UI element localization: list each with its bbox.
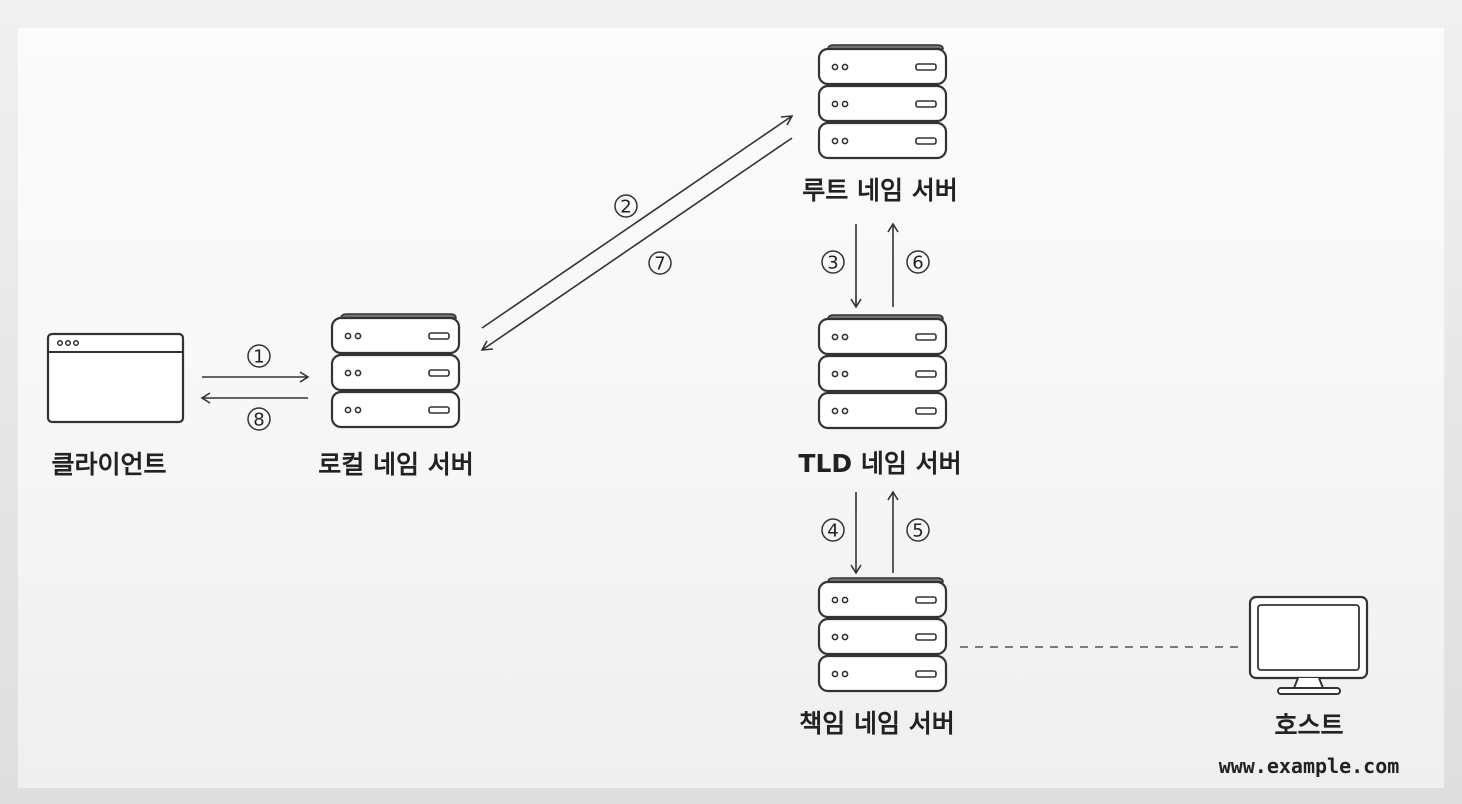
local-name-server-icon	[332, 314, 459, 427]
step-marker-7: 7	[648, 251, 672, 275]
svg-text:6: 6	[912, 253, 923, 274]
host-url-label: www.example.com	[1219, 754, 1400, 778]
step-marker-8: 8	[247, 407, 271, 431]
arrow-step-1	[202, 371, 310, 383]
arrow-step-3	[850, 224, 862, 309]
authoritative-name-server-icon	[819, 578, 946, 691]
arrow-step-7	[480, 137, 793, 351]
monitor-icon	[1248, 595, 1369, 695]
arrow-step-6	[887, 222, 899, 307]
root-name-server-label: 루트 네임 서버	[802, 176, 957, 205]
arrow-step-5	[887, 490, 899, 573]
svg-text:1: 1	[253, 347, 264, 368]
step-marker-3: 3	[821, 250, 845, 274]
host-label: 호스트	[1274, 711, 1343, 740]
client-label: 클라이언트	[51, 450, 166, 479]
root-name-server-icon	[819, 45, 946, 158]
arrow-step-2	[481, 115, 794, 329]
authoritative-name-server-label: 책임 네임 서버	[799, 709, 954, 738]
local-name-server-label: 로컬 네임 서버	[318, 450, 473, 479]
step-marker-5: 5	[906, 518, 930, 542]
arrow-step-4	[850, 492, 862, 575]
step-marker-4: 4	[821, 518, 845, 542]
svg-text:8: 8	[253, 410, 264, 431]
arrow-step-8	[200, 392, 308, 404]
step-marker-2: 2	[614, 194, 638, 218]
svg-text:4: 4	[827, 521, 838, 542]
tld-name-server-icon	[819, 315, 946, 428]
tld-name-server-label: TLD 네임 서버	[798, 449, 961, 478]
svg-text:5: 5	[912, 521, 923, 542]
svg-text:7: 7	[654, 254, 665, 275]
svg-text:3: 3	[827, 253, 838, 274]
step-marker-1: 1	[247, 344, 271, 368]
svg-text:2: 2	[620, 197, 631, 218]
step-marker-6: 6	[906, 250, 930, 274]
browser-window-icon	[46, 332, 185, 424]
